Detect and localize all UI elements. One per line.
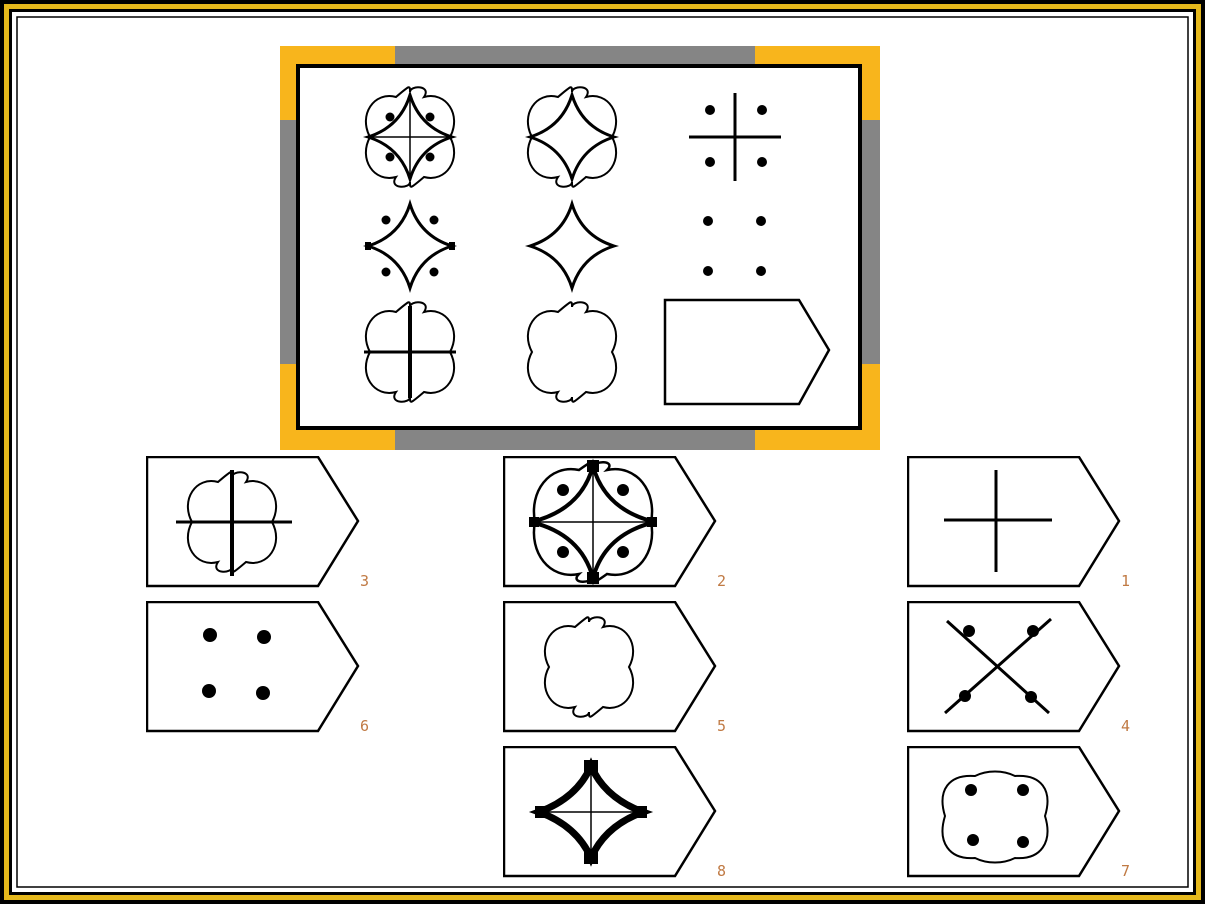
option-6[interactable]: 6 (146, 601, 376, 751)
option-8[interactable]: 8 (503, 746, 733, 896)
puzzle-matrix (280, 46, 880, 450)
option-4[interactable]: 4 (907, 601, 1137, 751)
option-4-card (907, 601, 1137, 751)
option-number: 3 (360, 572, 369, 590)
option-3[interactable]: 3 (146, 456, 376, 606)
option-number: 6 (360, 717, 369, 735)
option-1-card (907, 456, 1137, 606)
option-6-card (146, 601, 376, 751)
option-3-card (146, 456, 376, 606)
option-number: 1 (1121, 572, 1130, 590)
option-number: 5 (717, 717, 726, 735)
option-number: 7 (1121, 862, 1130, 880)
option-7[interactable]: 7 (907, 746, 1137, 896)
option-8-card (503, 746, 733, 896)
matrix-cell-9-answer-slot (665, 300, 829, 404)
option-number: 2 (717, 572, 726, 590)
option-5[interactable]: 5 (503, 601, 733, 751)
option-7-card (907, 746, 1137, 896)
option-number: 4 (1121, 717, 1130, 735)
option-number: 8 (717, 862, 726, 880)
option-1[interactable]: 1 (907, 456, 1137, 606)
puzzle-board (280, 46, 880, 450)
option-5-card (503, 601, 733, 751)
option-2-card (503, 456, 733, 606)
option-2[interactable]: 2 (503, 456, 733, 606)
